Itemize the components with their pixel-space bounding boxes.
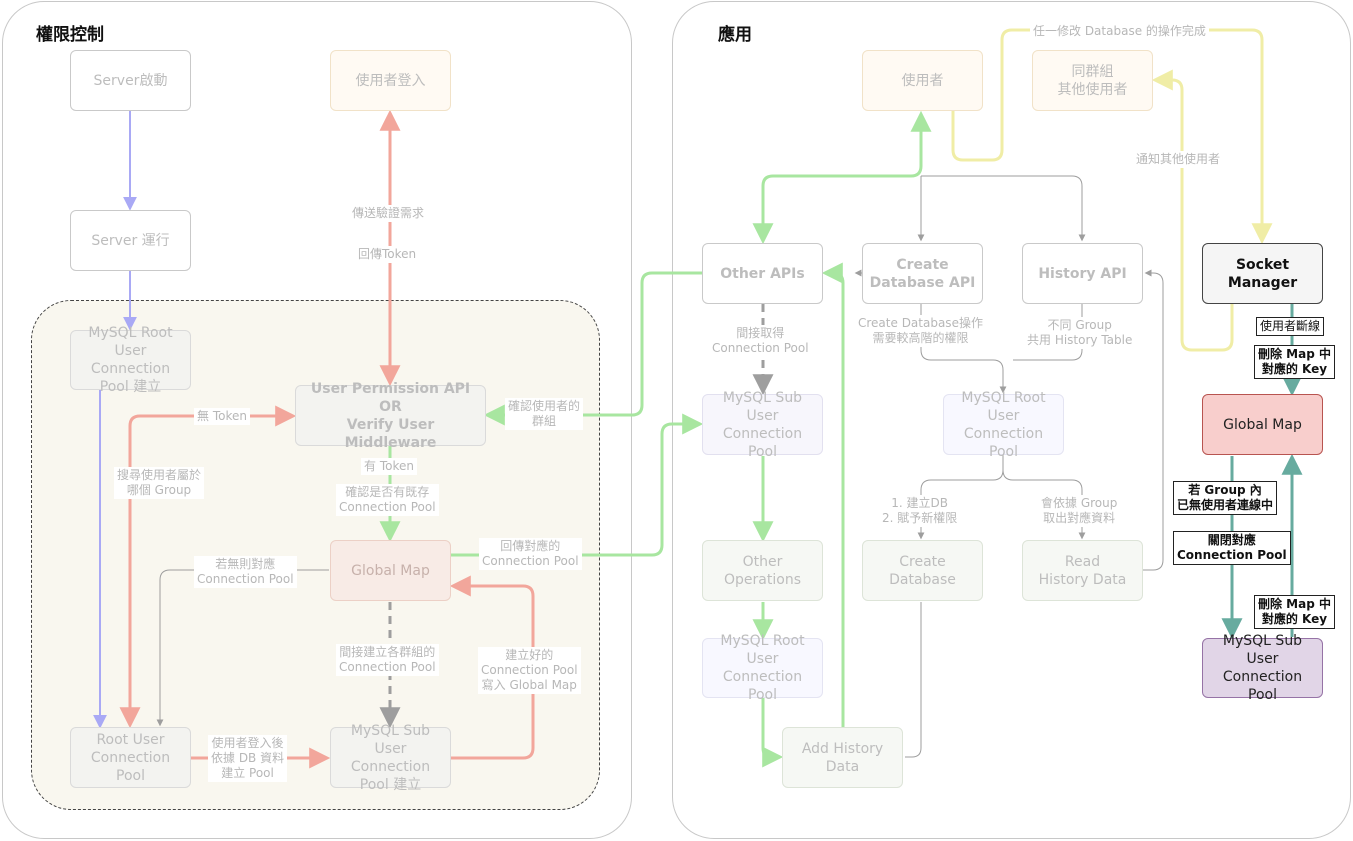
edge-root-to-read [1002, 469, 1086, 540]
same-group-users-node: 同群組 其他使用者 [1032, 50, 1153, 111]
user-permission-api-node: User Permission API OR Verify User Middl… [295, 381, 486, 451]
edge-read-to-history-api [1143, 269, 1164, 571]
add-history-data-node: Add History Data [782, 727, 903, 788]
label-return-pool: 回傳對應的 Connection Pool [479, 538, 582, 570]
edge-root-to-create [917, 455, 1004, 540]
edge-if-no-pool [156, 569, 329, 727]
label-build-db: 1. 建立DB 2. 賦予新權限 [879, 495, 961, 527]
label-if-no-pool: 若無則對應 Connection Pool [194, 556, 297, 588]
label-find-group: 搜尋使用者屬於 哪個 Group [114, 467, 205, 499]
create-database-api-node: Create Database API [862, 243, 983, 304]
edge-add-to-other-apis [821, 262, 845, 727]
permission-control-title: 權限控制 [36, 25, 104, 45]
edge-user-to-other-apis [752, 110, 932, 245]
mysql-root-pool-low-node: MySQL Root User Connection Pool [702, 633, 823, 703]
yellow-edges [951, 28, 1273, 352]
edge-history-api-to-root [1013, 304, 1083, 361]
socket-manager-node: Socket Manager [1202, 243, 1323, 304]
label-delete-key-1: 刪除 Map 中 對應的 Key [1254, 345, 1335, 379]
global-map-left-node: Global Map [330, 540, 451, 601]
label-diff-group: 不同 Group 共用 History Table [1024, 317, 1136, 349]
label-indirect-build: 間接建立各群組的 Connection Pool [336, 644, 439, 676]
edge-return-pool [451, 413, 704, 557]
label-user-disconnect: 使用者斷線 [1256, 317, 1325, 336]
label-confirm-pool: 確認是否有既存 Connection Pool [336, 484, 439, 516]
global-map-right-node: Global Map [1202, 394, 1323, 455]
gray-edges [156, 175, 1164, 758]
edge-confirm-group [483, 271, 702, 426]
label-send-auth: 傳送驗證需求 [349, 205, 428, 222]
label-after-login: 使用者登入後 依據 DB 資料 建立 Pool [208, 735, 288, 782]
application-title: 應用 [718, 25, 752, 45]
label-any-modify: 任一修改 Database 的操作完成 [1030, 23, 1209, 40]
label-return-token: 回傳Token [355, 246, 420, 263]
label-if-group-empty: 若 Group 內 已無使用者連線中 [1173, 481, 1278, 515]
label-notify-others: 通知其他使用者 [1133, 151, 1224, 168]
mysql-sub-pool-right-node: MySQL Sub User Connection Pool [1202, 633, 1323, 703]
label-create-db-high: Create Database操作 需要較高階的權限 [855, 315, 986, 347]
mysql-root-pool-build-label: MySQL Root User Connection Pool 建立 [88, 325, 173, 395]
edge-root-to-add [761, 698, 784, 768]
user-login-node: 使用者登入 [330, 50, 451, 111]
label-has-token: 有 Token [361, 458, 417, 475]
label-by-group: 會依據 Group 取出對應資料 [1038, 495, 1121, 527]
edge-no-token [119, 405, 297, 729]
mysql-root-pool-mid-node: MySQL Root User Connection Pool [943, 390, 1064, 460]
edge-user-to-history [921, 175, 1086, 242]
label-close-pool: 關閉對應 Connection Pool [1173, 531, 1291, 565]
label-no-token: 無 Token [194, 408, 250, 425]
root-user-pool-node: Root User Connection Pool [70, 727, 191, 788]
mysql-sub-pool-app-node: MySQL Sub User Connection Pool [702, 390, 823, 460]
read-history-data-node: Read History Data [1022, 540, 1143, 601]
green-edges [379, 110, 932, 768]
mysql-sub-pool-build-node: MySQL Sub User Connection Pool 建立 [330, 723, 451, 793]
history-api-node: History API [1022, 243, 1143, 304]
label-indirect-get: 間接取得 Connection Pool [709, 325, 812, 357]
edge-create-api-to-root [920, 304, 1007, 394]
label-delete-key-2: 刪除 Map 中 對應的 Key [1254, 595, 1335, 629]
label-built-pool: 建立好的 Connection Pool 寫入 Global Map [478, 647, 581, 694]
label-confirm-group: 確認使用者的 群組 [505, 398, 584, 430]
other-operations-node: Other Operations [702, 540, 823, 601]
edge-socket-to-group [1151, 69, 1234, 352]
mysql-root-pool-build-node: MySQL Root User Connection Pool 建立 [70, 325, 191, 395]
server-start-node: Server啟動 [70, 50, 191, 111]
server-running-node: Server 運行 [70, 210, 191, 271]
create-database-node: Create Database [862, 540, 983, 601]
edge-create-to-add [905, 602, 922, 758]
user-node: 使用者 [862, 50, 983, 111]
blue-edges [93, 111, 137, 729]
other-apis-node: Other APIs [702, 243, 823, 304]
edge-user-to-socket [951, 28, 1273, 245]
